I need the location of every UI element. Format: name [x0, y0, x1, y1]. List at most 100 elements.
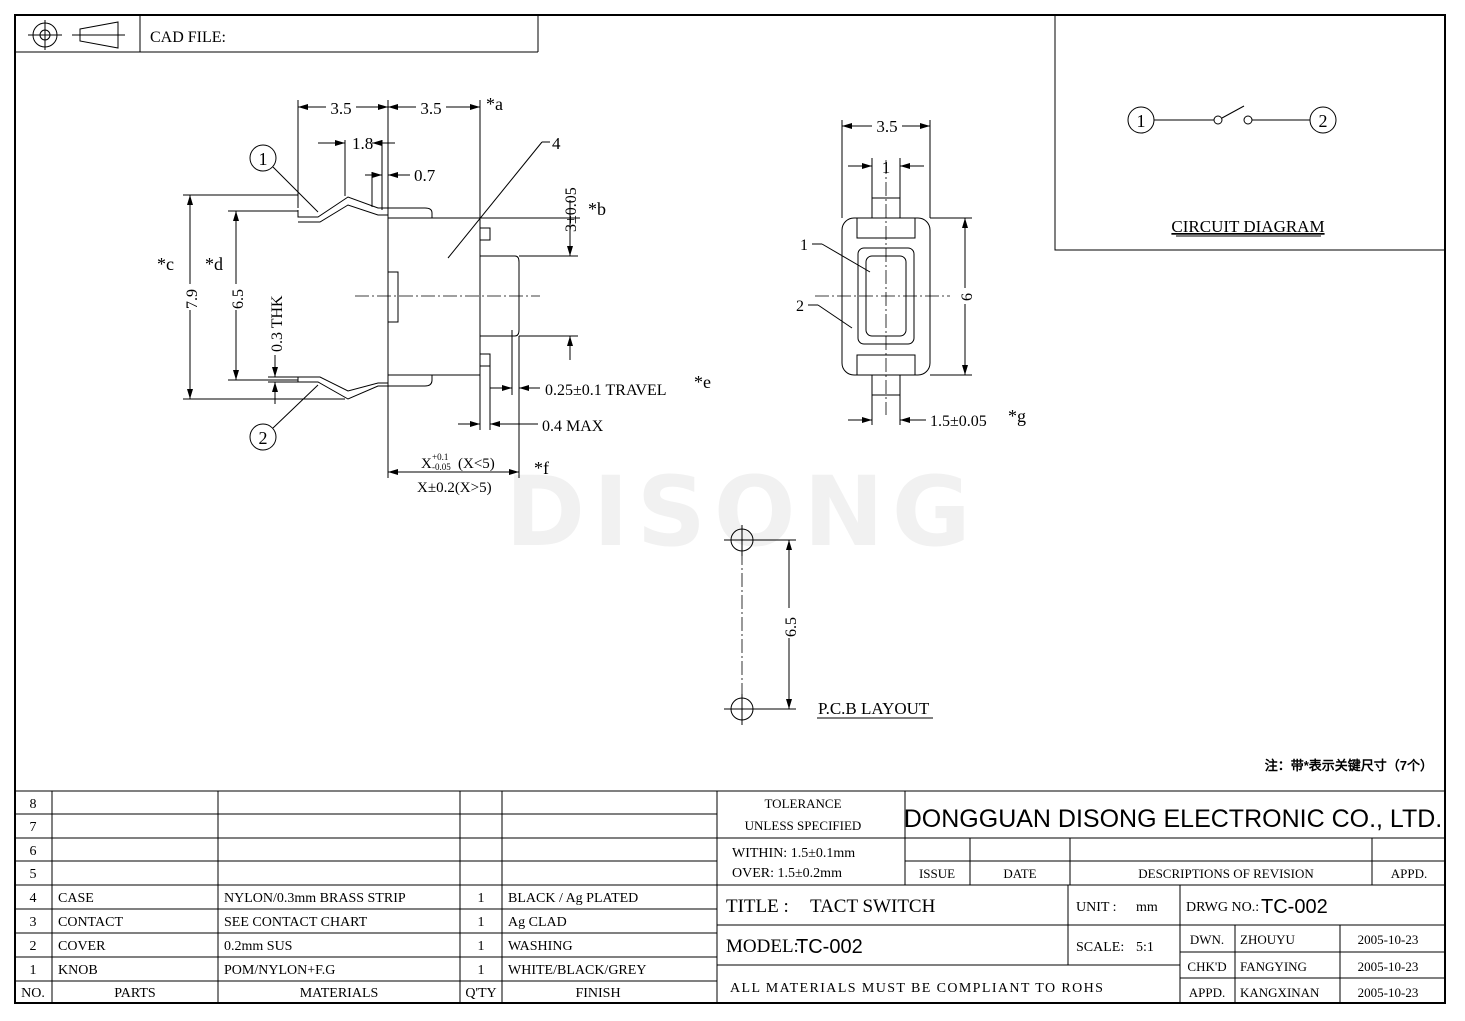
tag-g: *g — [1008, 406, 1026, 426]
terminal-2-label: 2 — [259, 428, 268, 448]
dim-lead: 1.8 — [352, 134, 373, 153]
bom-qty: 1 — [478, 939, 485, 954]
scale-value: 5:1 — [1136, 940, 1154, 955]
bom-no: 5 — [30, 867, 37, 882]
bom-no: 2 — [30, 939, 37, 954]
rev-header-date: DATE — [1003, 866, 1036, 881]
tolerance-line-1: TOLERANCE — [764, 796, 841, 811]
signoff-name: FANGYING — [1240, 959, 1307, 974]
bom-header-no: NO. — [21, 986, 45, 1001]
scale-label: SCALE: — [1076, 940, 1124, 955]
switch-contact — [1221, 105, 1245, 119]
bom-header-parts: PARTS — [114, 986, 155, 1001]
dim-max: 0.4 MAX — [542, 418, 604, 435]
front-dim-knob: 1 — [882, 158, 891, 177]
circuit-diagram-title: CIRCUIT DIAGRAM — [1171, 217, 1324, 236]
tolerance-over: OVER: 1.5±0.2mm — [732, 866, 842, 881]
bom-finish: WASHING — [508, 939, 573, 954]
bom-material: NYLON/0.3mm BRASS STRIP — [224, 891, 406, 906]
signoff-date: 2005-10-23 — [1358, 932, 1419, 947]
rev-header-issue: ISSUE — [919, 866, 955, 881]
terminal-marker — [1309, 106, 1337, 134]
pcb-pitch: 6.5 — [783, 617, 800, 637]
model-label: MODEL: — [726, 936, 799, 957]
dim-thk: 0.3 THK — [269, 295, 286, 352]
title-label: TITLE : — [726, 896, 789, 917]
tag-a: *a — [486, 94, 503, 114]
front-dim-width: 3.5 — [876, 117, 897, 136]
dim-f-top-sub: -0.05 — [432, 462, 451, 472]
bom-material: SEE CONTACT CHART — [224, 915, 368, 930]
circuit-diagram: 1 2 CIRCUIT DIAGRAM — [1054, 14, 1446, 251]
side-view: 3.5 3.5 *a 1.8 0.7 4 3±0.05 *b 7.9 *c — [157, 94, 711, 496]
dim-lead-thk: 0.7 — [414, 166, 436, 185]
signoff-role: APPD. — [1189, 985, 1226, 1000]
rohs-statement: ALL MATERIALS MUST BE COMPLIANT TO ROHS — [730, 981, 1104, 996]
bom-material: 0.2mm SUS — [224, 939, 292, 954]
callout-part-4: 4 — [552, 134, 561, 153]
bom-material: POM/NYLON+F.G — [224, 963, 335, 978]
tag-d: *d — [205, 254, 223, 274]
watermark: DISONG — [505, 456, 978, 568]
sheet-border — [14, 14, 1446, 1004]
case-body — [387, 217, 481, 376]
bom-header-finish: FINISH — [575, 986, 620, 1001]
dim-b: 3±0.05 — [563, 187, 580, 232]
circuit-terminal-2: 2 — [1319, 111, 1328, 131]
front-dim-lead: 1.5±0.05 — [930, 413, 987, 430]
model-value: TC-002 — [796, 936, 863, 958]
dim-f-top-base: X — [421, 456, 432, 472]
cad-file-label: CAD FILE: — [150, 29, 226, 46]
bom-finish: WHITE/BLACK/GREY — [508, 963, 646, 978]
bom-part: CONTACT — [58, 915, 123, 930]
dim-a-right: 3.5 — [420, 99, 441, 118]
circuit-terminal-1: 1 — [1137, 111, 1146, 131]
dim-f-bottom: X±0.2(X>5) — [417, 480, 492, 496]
front-callout-2: 2 — [796, 298, 804, 315]
bom-qty: 1 — [478, 963, 485, 978]
bom-no: 8 — [30, 797, 37, 812]
bom-no: 6 — [30, 844, 37, 859]
rev-header-appd: APPD. — [1391, 866, 1428, 881]
bom-part: COVER — [58, 939, 106, 954]
projection-symbol-icon — [28, 20, 125, 50]
terminal-1-label: 1 — [259, 149, 268, 169]
bom-no: 4 — [30, 891, 37, 906]
bom-no: 3 — [30, 915, 37, 930]
dim-travel: 0.25±0.1 TRAVEL — [545, 382, 667, 399]
bom-finish: Ag CLAD — [508, 915, 567, 930]
bom-finish: BLACK / Ag PLATED — [508, 891, 638, 906]
front-view: 3.5 1 6 1.5±0.05 *g 1 2 — [796, 116, 1026, 430]
bom-header-materials: MATERIALS — [300, 986, 379, 1001]
dim-c: 7.9 — [184, 289, 201, 309]
lead-bottom — [297, 374, 433, 400]
front-dim-height: 6 — [959, 293, 976, 301]
signoff-date: 2005-10-23 — [1358, 959, 1419, 974]
unit-label: UNIT : — [1076, 900, 1117, 915]
pcb-layout: 6.5 P.C.B LAYOUT — [724, 525, 933, 725]
pcb-layout-title: P.C.B LAYOUT — [818, 699, 930, 718]
tag-e: *e — [694, 372, 711, 392]
title-value: TACT SWITCH — [810, 896, 936, 917]
bom-part: KNOB — [58, 963, 98, 978]
signoff-role: DWN. — [1190, 932, 1224, 947]
bom-no: 1 — [30, 963, 37, 978]
lead-top — [297, 196, 433, 223]
signoff-name: KANGXINAN — [1240, 985, 1320, 1000]
drwg-label: DRWG NO.: — [1186, 900, 1259, 915]
signoff-date: 2005-10-23 — [1358, 985, 1419, 1000]
tag-f: *f — [534, 458, 549, 478]
front-callout-1: 1 — [800, 237, 808, 254]
bom-part: CASE — [58, 891, 94, 906]
bom-table: 8 7 6 5 4 CASE NYLON/0.3mm BRASS STRIP 1 BLACK /… — [15, 790, 1445, 1003]
cad-header: CAD FILE: — [15, 15, 539, 53]
dim-d: 6.5 — [230, 289, 247, 309]
dim-f-top-sup: +0.1 — [432, 452, 448, 462]
dim-f-top-cond: (X<5) — [458, 456, 495, 472]
bom-no: 7 — [30, 820, 37, 835]
signoff-role: CHK'D — [1187, 959, 1226, 974]
bom-qty: 1 — [478, 891, 485, 906]
tag-b: *b — [588, 199, 606, 219]
tag-c: *c — [157, 254, 174, 274]
